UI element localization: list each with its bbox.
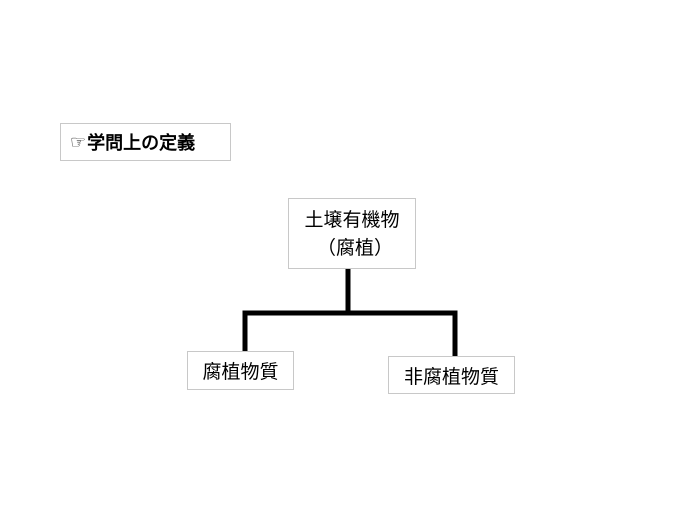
pointing-hand-icon: ☞ [70, 131, 87, 153]
definition-heading: ☞ 学問上の定義 [60, 123, 231, 161]
root-node-label: 土壌有機物 [304, 208, 400, 231]
child-node-non-humic-substances: 非腐植物質 [388, 356, 515, 394]
child-node-label: 非腐植物質 [403, 365, 499, 388]
heading-text: 学問上の定義 [87, 133, 196, 154]
child-node-humic-substances: 腐植物質 [187, 351, 294, 390]
root-node-soil-organic-matter: 土壌有機物 （腐植） [288, 198, 416, 269]
root-node-sublabel: （腐植） [316, 236, 393, 259]
child-node-label: 腐植物質 [202, 361, 279, 383]
